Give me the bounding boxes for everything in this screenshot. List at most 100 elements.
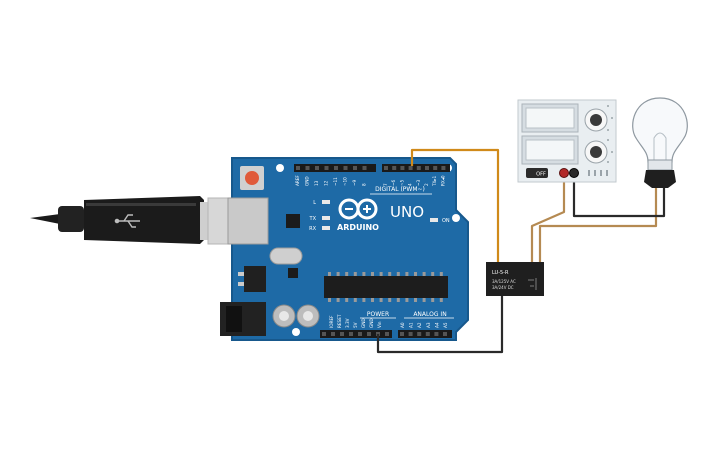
digital-label: DIGITAL (PWM~) bbox=[375, 186, 425, 193]
header-pin-hole[interactable] bbox=[441, 166, 446, 170]
pin-label: RX◂0 bbox=[440, 175, 445, 186]
infinity-plus-minus-icon bbox=[338, 198, 378, 220]
chip-pin bbox=[439, 298, 443, 302]
header-pin-hole[interactable] bbox=[425, 166, 429, 170]
relay-rating-dc: 3A/24V DC bbox=[492, 285, 514, 290]
header-pin-hole[interactable] bbox=[384, 166, 388, 170]
header-pin-hole[interactable] bbox=[416, 166, 421, 170]
pin-label: A4 bbox=[434, 322, 439, 328]
header-pin-hole[interactable] bbox=[425, 332, 430, 336]
capacitor-2 bbox=[296, 304, 320, 328]
pin-label: 4 bbox=[408, 183, 413, 186]
pin-label: 2 bbox=[424, 183, 429, 186]
header-pin-hole[interactable] bbox=[433, 166, 438, 170]
usb-plug-icon bbox=[84, 196, 204, 244]
led-tx-label: TX bbox=[309, 216, 317, 222]
dc-power-supply[interactable]: OFF bbox=[517, 99, 617, 183]
header-pin-hole[interactable] bbox=[315, 166, 319, 170]
chip-pin bbox=[379, 298, 383, 302]
header-pin-hole[interactable] bbox=[385, 332, 389, 336]
chip-pin bbox=[405, 272, 409, 276]
header-pin-hole[interactable] bbox=[340, 332, 344, 336]
chip-pin bbox=[439, 272, 443, 276]
chip-pin bbox=[362, 298, 366, 302]
psu-negative-terminal[interactable] bbox=[569, 168, 579, 178]
arduino-uno-board[interactable]: L TX RX ON ARDUINO UNO DIGITAL (PWM~) AR… bbox=[220, 157, 469, 341]
header-pin-hole[interactable] bbox=[400, 332, 404, 336]
wires[interactable] bbox=[376, 148, 666, 354]
header-pin-hole[interactable] bbox=[349, 332, 353, 336]
chip-pin bbox=[353, 272, 357, 276]
pin-label: 13 bbox=[314, 180, 319, 186]
pin-label: A2 bbox=[417, 322, 422, 328]
header-pin-hole[interactable] bbox=[362, 166, 367, 170]
wire-psu-neg-to-bulb[interactable] bbox=[572, 174, 666, 218]
chip-pin bbox=[336, 272, 340, 276]
header-pin-hole[interactable] bbox=[343, 166, 348, 170]
pin-label: IOREF bbox=[329, 315, 334, 328]
led-rx-label: RX bbox=[309, 226, 316, 232]
wire-gnd-to-relay[interactable] bbox=[376, 290, 504, 354]
pin-label: ~6 bbox=[391, 179, 396, 186]
led-l-label: L bbox=[313, 200, 316, 206]
chip-pin bbox=[345, 298, 349, 302]
pin-label: ~5 bbox=[399, 179, 404, 186]
current-knob[interactable] bbox=[584, 140, 608, 164]
atmega-chip bbox=[324, 272, 448, 302]
pin-label: ~3 bbox=[416, 179, 421, 186]
chip-pin bbox=[328, 272, 331, 276]
wire-pin4-to-relay[interactable] bbox=[410, 148, 500, 264]
header-pin-hole[interactable] bbox=[408, 332, 413, 336]
header-pin-hole[interactable] bbox=[353, 166, 357, 170]
chip-pin bbox=[353, 298, 357, 302]
chip-pin bbox=[379, 272, 383, 276]
header-pin-hole[interactable] bbox=[443, 332, 447, 336]
pin-label: ~11 bbox=[333, 177, 338, 186]
pin-label: GND bbox=[369, 318, 374, 328]
pin-label: GND bbox=[361, 318, 366, 328]
wire-relay-to-bulb[interactable] bbox=[538, 186, 658, 264]
header-pin-hole[interactable] bbox=[358, 332, 362, 336]
light-bulb-icon[interactable] bbox=[632, 97, 688, 188]
chip-pin bbox=[371, 298, 374, 302]
pin-label: Vin bbox=[377, 321, 382, 328]
pin-label: A1 bbox=[409, 322, 414, 328]
chip-pin bbox=[431, 272, 435, 276]
chip-pin bbox=[414, 298, 417, 302]
dc-power-jack[interactable] bbox=[220, 302, 266, 336]
arduino-brand: ARDUINO bbox=[337, 223, 379, 232]
header-pin-hole[interactable] bbox=[367, 332, 371, 336]
header-pin-hole[interactable] bbox=[322, 332, 326, 336]
pin-label: 12 bbox=[324, 180, 329, 186]
analog-label: ANALOG IN bbox=[413, 311, 446, 318]
chip-pin bbox=[388, 298, 392, 302]
pin-label: RESET bbox=[337, 314, 342, 328]
header-pin-hole[interactable] bbox=[334, 166, 338, 170]
pin-label: 5V bbox=[353, 322, 358, 328]
header-pin-hole[interactable] bbox=[331, 332, 335, 336]
wire-psu-pos-to-relay[interactable] bbox=[530, 174, 566, 264]
header-pin-hole[interactable] bbox=[408, 166, 413, 170]
header-pin-hole[interactable] bbox=[324, 166, 329, 170]
chip-pin bbox=[328, 298, 331, 302]
header-pin-hole[interactable] bbox=[400, 166, 405, 170]
header-pin-hole[interactable] bbox=[296, 166, 300, 170]
relay-model: LU-5-R bbox=[492, 270, 509, 276]
relay-module[interactable]: LU-5-R 3A/125V AC 3A/24V DC bbox=[486, 262, 544, 296]
voltage-knob[interactable] bbox=[584, 108, 608, 132]
header-pin-hole[interactable] bbox=[305, 166, 310, 170]
header-pin-hole[interactable] bbox=[392, 166, 397, 170]
chip-pin bbox=[422, 272, 426, 276]
header-pin-hole[interactable] bbox=[434, 332, 439, 336]
reset-button[interactable] bbox=[240, 166, 264, 190]
chip-pin bbox=[396, 298, 400, 302]
psu-positive-terminal[interactable] bbox=[559, 168, 569, 178]
psu-power-switch[interactable]: OFF bbox=[526, 168, 548, 178]
header-pin-hole[interactable] bbox=[417, 332, 422, 336]
relay-rating-ac: 3A/125V AC bbox=[492, 279, 516, 284]
pin-label: 7 bbox=[383, 183, 388, 186]
